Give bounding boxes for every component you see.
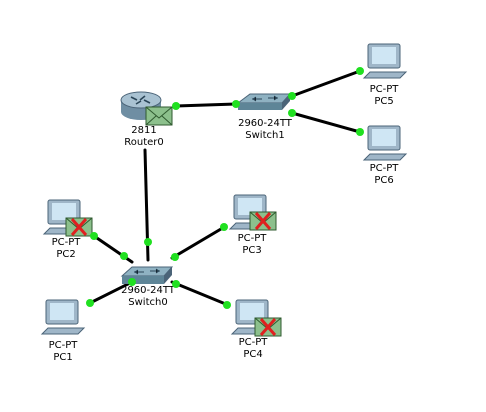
- port-indicators: [86, 67, 364, 309]
- envelope-icon: [145, 106, 173, 126]
- pc4-pdu[interactable]: [254, 317, 282, 337]
- switch1[interactable]: 2960-24TT Switch1: [236, 93, 293, 141]
- pc5-model-label: PC-PT: [370, 84, 400, 95]
- envelope-failed-icon: [249, 211, 277, 231]
- link-switch0-pc4[interactable]: [170, 280, 230, 307]
- pc1-model-label: PC-PT: [49, 340, 79, 351]
- pc6[interactable]: PC-PT PC6: [362, 125, 408, 186]
- pc3-pdu[interactable]: [249, 211, 277, 231]
- pc1[interactable]: PC-PT PC1: [40, 299, 86, 363]
- link-router0-switch1[interactable]: [174, 102, 238, 108]
- pc1-name-label: PC1: [53, 352, 72, 363]
- port-up-indicator: [288, 109, 296, 117]
- router0-model-label: 2811: [131, 125, 156, 136]
- pc4-model-label: PC-PT: [239, 337, 269, 348]
- link-switch1-pc5[interactable]: [290, 69, 362, 98]
- pc5-name-label: PC5: [374, 96, 393, 107]
- envelope-failed-icon: [65, 217, 93, 237]
- port-up-indicator: [356, 67, 364, 75]
- port-up-indicator: [172, 280, 180, 288]
- switch0[interactable]: 2960-24TT Switch0: [120, 266, 176, 308]
- switch1-name-label: Switch1: [245, 130, 284, 141]
- pc3-name-label: PC3: [242, 245, 261, 256]
- envelope-failed-icon: [254, 317, 282, 337]
- router0-name-label: Router0: [124, 137, 164, 148]
- port-up-indicator: [128, 278, 136, 286]
- switch0-name-label: Switch0: [128, 297, 167, 308]
- switch1-model-label: 2960-24TT: [238, 118, 293, 129]
- pc3-model-label: PC-PT: [238, 233, 268, 244]
- port-up-indicator: [172, 102, 180, 110]
- port-up-indicator: [288, 92, 296, 100]
- port-up-indicator: [220, 223, 228, 231]
- port-up-indicator: [86, 299, 94, 307]
- port-up-indicator: [232, 100, 240, 108]
- pc6-name-label: PC6: [374, 175, 393, 186]
- router0-pdu[interactable]: [145, 106, 173, 126]
- pc6-model-label: PC-PT: [370, 163, 400, 174]
- port-up-indicator: [144, 238, 152, 246]
- pc4-name-label: PC4: [243, 349, 262, 360]
- pc2-name-label: PC2: [56, 249, 75, 260]
- pc-icon: [40, 299, 86, 335]
- link-switch0-pc3[interactable]: [170, 224, 228, 260]
- port-up-indicator: [90, 232, 98, 240]
- links: [86, 69, 362, 307]
- port-up-indicator: [120, 252, 128, 260]
- switch-icon: [236, 93, 292, 110]
- pc-icon: [362, 43, 408, 79]
- switch0-model-label: 2960-24TT: [121, 285, 176, 296]
- pc2-pdu[interactable]: [65, 217, 93, 237]
- port-up-indicator: [171, 253, 179, 261]
- port-up-indicator: [223, 301, 231, 309]
- pc5[interactable]: PC-PT PC5: [362, 43, 408, 107]
- port-up-indicator: [356, 128, 364, 136]
- pc2-model-label: PC-PT: [52, 237, 82, 248]
- link-switch0-pc1[interactable]: [86, 280, 134, 306]
- link-switch1-pc6[interactable]: [290, 111, 362, 134]
- pc-icon: [362, 125, 408, 161]
